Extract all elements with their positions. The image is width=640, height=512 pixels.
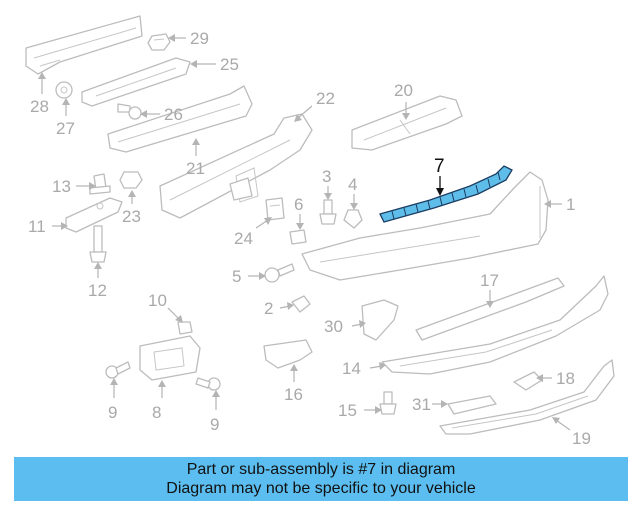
part-3-bolt bbox=[319, 199, 337, 225]
callout-label: 31 bbox=[412, 395, 431, 414]
part-20-bracket bbox=[351, 95, 463, 151]
callout-labels: 29 25 28 27 26 20 22 21 13 23 7 3 4 1 6 … bbox=[28, 29, 591, 448]
callout-label: 9 bbox=[108, 403, 117, 422]
leader-lines bbox=[38, 34, 571, 431]
callout-label: 17 bbox=[480, 271, 499, 290]
part-10-clip bbox=[177, 321, 193, 335]
banner-line-disclaimer: Diagram may not be specific to your vehi… bbox=[166, 480, 476, 497]
callout-label: 13 bbox=[52, 177, 71, 196]
part-16-bracket bbox=[263, 339, 313, 369]
callout-label: 23 bbox=[122, 207, 141, 226]
callout-label: 12 bbox=[88, 281, 107, 300]
callout-label-highlighted: 7 bbox=[434, 156, 445, 177]
part-19-skid-plate bbox=[439, 359, 615, 435]
callout-label: 20 bbox=[394, 81, 413, 100]
part-15-bolt bbox=[379, 391, 397, 415]
callout-label: 25 bbox=[220, 55, 239, 74]
banner-line-part-number: Part or sub-assembly is #7 in diagram bbox=[186, 461, 456, 478]
part-29-nut bbox=[147, 33, 171, 51]
callout-label: 6 bbox=[294, 195, 303, 214]
callout-label: 9 bbox=[210, 415, 219, 434]
callout-label: 4 bbox=[348, 175, 357, 194]
callout-label: 28 bbox=[30, 97, 49, 116]
info-banner: Part or sub-assembly is #7 in diagram Di… bbox=[14, 457, 628, 501]
callout-label: 18 bbox=[556, 369, 575, 388]
part-5-bolt bbox=[264, 263, 295, 283]
part-7-molding bbox=[379, 165, 513, 223]
part-18-reflector bbox=[513, 371, 543, 391]
callout-label: 26 bbox=[164, 105, 183, 124]
part-1-bumper-cover bbox=[301, 171, 549, 281]
callout-label: 8 bbox=[152, 403, 161, 422]
part-23-nut bbox=[119, 171, 143, 189]
callout-label: 24 bbox=[234, 229, 253, 248]
callout-label: 15 bbox=[338, 401, 357, 420]
part-9-screw-left bbox=[105, 361, 131, 379]
part-11-plate bbox=[65, 197, 123, 233]
callout-label: 27 bbox=[56, 119, 75, 138]
part-12-bolt bbox=[89, 225, 107, 263]
part-27-clip bbox=[55, 81, 73, 99]
callout-label: 1 bbox=[566, 195, 575, 214]
part-2-clip bbox=[291, 295, 311, 313]
part-28-reinforcement bbox=[25, 15, 143, 75]
part-4-clip bbox=[343, 209, 363, 229]
part-17-strip bbox=[415, 277, 565, 341]
callout-label: 21 bbox=[186, 159, 205, 178]
callout-label: 2 bbox=[264, 299, 273, 318]
callout-label: 19 bbox=[572, 429, 591, 448]
part-6-grommet bbox=[289, 229, 307, 245]
part-9-screw-right bbox=[195, 377, 221, 391]
part-21-bracket bbox=[107, 85, 253, 153]
callout-label: 11 bbox=[28, 217, 46, 236]
part-25-absorber bbox=[81, 57, 191, 107]
callout-label: 22 bbox=[316, 89, 335, 108]
part-13-pin bbox=[89, 173, 111, 195]
part-24-bracket bbox=[265, 197, 285, 221]
part-8-sensor-bracket bbox=[139, 335, 201, 381]
callout-label: 5 bbox=[232, 267, 241, 286]
callout-label: 29 bbox=[190, 29, 209, 48]
callout-label: 10 bbox=[148, 291, 167, 310]
part-31-reflector bbox=[447, 395, 497, 415]
callout-label: 30 bbox=[324, 317, 343, 336]
part-22-crossmember bbox=[159, 113, 313, 219]
part-30-bracket bbox=[361, 299, 399, 341]
parts-diagram: 29 25 28 27 26 20 22 21 13 23 7 3 4 1 6 … bbox=[25, 15, 615, 448]
callout-label: 16 bbox=[284, 385, 303, 404]
callout-label: 3 bbox=[322, 167, 331, 186]
part-14-lower-trim bbox=[381, 275, 609, 375]
callout-label: 14 bbox=[342, 359, 361, 378]
part-26-bolt bbox=[117, 103, 142, 120]
